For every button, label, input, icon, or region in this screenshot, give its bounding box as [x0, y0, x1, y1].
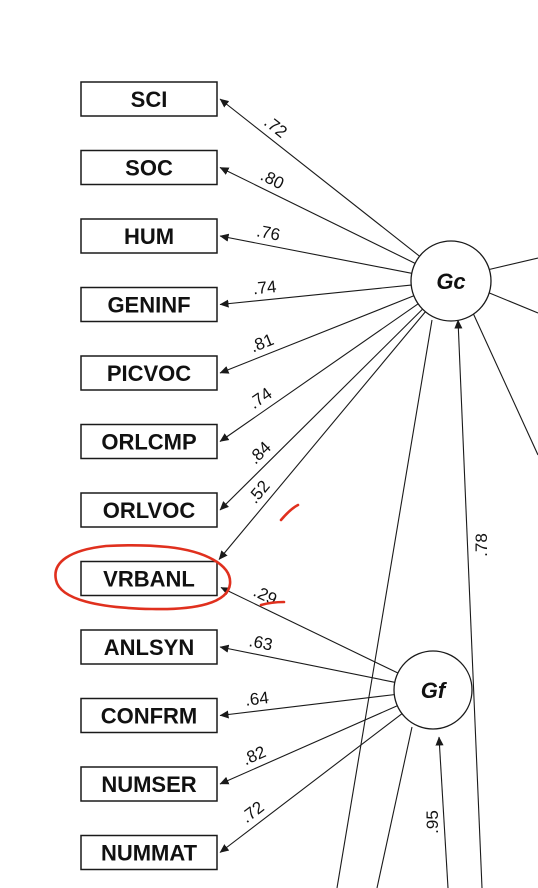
indicator-box-confrm: CONFRM — [80, 697, 218, 734]
indicator-box-frame — [80, 629, 218, 665]
loading-path-gf-nummat — [219, 713, 403, 853]
indicator-box-soc: SOC — [80, 149, 218, 186]
indicator-box-picvoc: PICVOC — [80, 355, 218, 391]
loading-path-gc-orlvoc — [219, 308, 423, 511]
higher-order-label-gc: .78 — [472, 533, 491, 557]
indicator-box-frame — [80, 697, 218, 734]
indicator-label: GENINF — [107, 293, 190, 318]
gf-long-path — [376, 726, 413, 888]
loading-path-gc-hum — [219, 233, 412, 274]
indicator-boxes: SCI SOC HUM GENINF PICVOC ORLCMP ORLVOC VRBANL A… — [80, 81, 218, 871]
indicator-box-frame — [80, 286, 218, 323]
factor-circle — [410, 240, 492, 322]
indicator-label: NUMSER — [101, 772, 196, 797]
indicator-box-nummat: NUMMAT — [80, 834, 218, 871]
indicator-box-orlvoc: ORLVOC — [80, 492, 218, 528]
loading-path-gc-vrbanl — [218, 311, 426, 560]
indicator-box-orlcmp: ORLCMP — [80, 423, 218, 460]
loading-path-gc-picvoc — [219, 295, 415, 374]
indicator-box-hum: HUM — [80, 218, 218, 254]
higher-order-label-gf: .95 — [423, 810, 442, 834]
higher-order-paths: .78 .95 — [336, 319, 491, 888]
loading-path-gc-soc — [219, 167, 416, 264]
indicator-label: VRBANL — [103, 567, 195, 592]
indicator-box-frame — [80, 218, 218, 254]
loading-paths — [218, 98, 426, 853]
highlight-ellipse-vrbanl — [54, 544, 232, 611]
indicator-box-anlsyn: ANLSYN — [80, 629, 218, 665]
g-to-gf-path — [435, 736, 449, 888]
factor-circle — [393, 650, 473, 730]
gc-path-right-middle — [486, 291, 538, 314]
loading-label-gf-nummat: .72 — [237, 797, 267, 826]
g-to-gc-path — [454, 319, 483, 888]
loading-label-gf-numser: .82 — [239, 742, 268, 769]
tick-mark-near-52 — [279, 503, 300, 522]
indicator-label: NUMMAT — [101, 841, 198, 866]
loading-path-gc-geninf — [219, 284, 412, 308]
loading-label-gc-geninf: .74 — [252, 277, 277, 298]
indicator-box-frame — [80, 149, 218, 186]
indicator-box-geninf: GENINF — [80, 286, 218, 323]
loading-path-gc-orlcmp — [219, 303, 419, 442]
loading-label-gc-orlvoc: .84 — [245, 438, 275, 468]
indicator-label: PICVOC — [107, 361, 191, 386]
loading-path-gf-confrm — [219, 694, 395, 719]
indicator-label: HUM — [124, 224, 174, 249]
factor-label: Gc — [436, 269, 465, 294]
gc-path-right-lower — [472, 312, 538, 456]
indicator-label: ORLCMP — [101, 430, 196, 455]
indicator-box-frame — [80, 355, 218, 391]
indicator-box-numser: NUMSER — [80, 766, 218, 802]
loading-labels: .72.80.76.74.81.74.84.52.29.63.64.82.72 — [237, 112, 290, 827]
gc-extra-paths — [472, 257, 538, 456]
loading-label-gc-sci: .72 — [260, 112, 290, 142]
indicator-label: ANLSYN — [104, 635, 194, 660]
loading-label-gc-hum: .76 — [255, 221, 282, 244]
factor-gc: Gc — [410, 240, 492, 322]
gc-path-right-upper — [486, 257, 538, 271]
indicator-label: CONFRM — [101, 704, 198, 729]
indicator-box-frame — [80, 492, 218, 528]
indicator-box-frame — [80, 766, 218, 802]
indicator-box-frame — [80, 423, 218, 460]
indicator-label: SCI — [131, 87, 168, 112]
loading-path-gc-sci — [219, 98, 420, 257]
underline-29 — [259, 600, 286, 607]
loading-path-gf-numser — [219, 705, 398, 785]
loading-label-gf-anlsyn: .63 — [247, 631, 274, 654]
factor-label: Gf — [421, 678, 448, 703]
loading-label-gc-soc: .80 — [257, 166, 287, 193]
indicator-box-vrbanl: VRBANL — [80, 560, 218, 597]
indicator-label: SOC — [125, 156, 173, 181]
indicator-label: ORLVOC — [103, 498, 196, 523]
gc-long-path — [336, 319, 433, 888]
indicator-box-frame — [80, 81, 218, 117]
loading-path-gf-anlsyn — [219, 644, 395, 683]
indicator-box-sci: SCI — [80, 81, 218, 117]
loading-label-gf-confrm: .64 — [244, 688, 270, 710]
loading-label-gc-orlcmp: .74 — [245, 384, 275, 413]
factor-gf: Gf — [393, 650, 473, 730]
indicator-box-frame — [80, 834, 218, 871]
loading-path-gf-vrbanl — [220, 587, 399, 674]
indicator-box-frame — [80, 560, 218, 597]
handwritten-annotations — [54, 503, 300, 611]
